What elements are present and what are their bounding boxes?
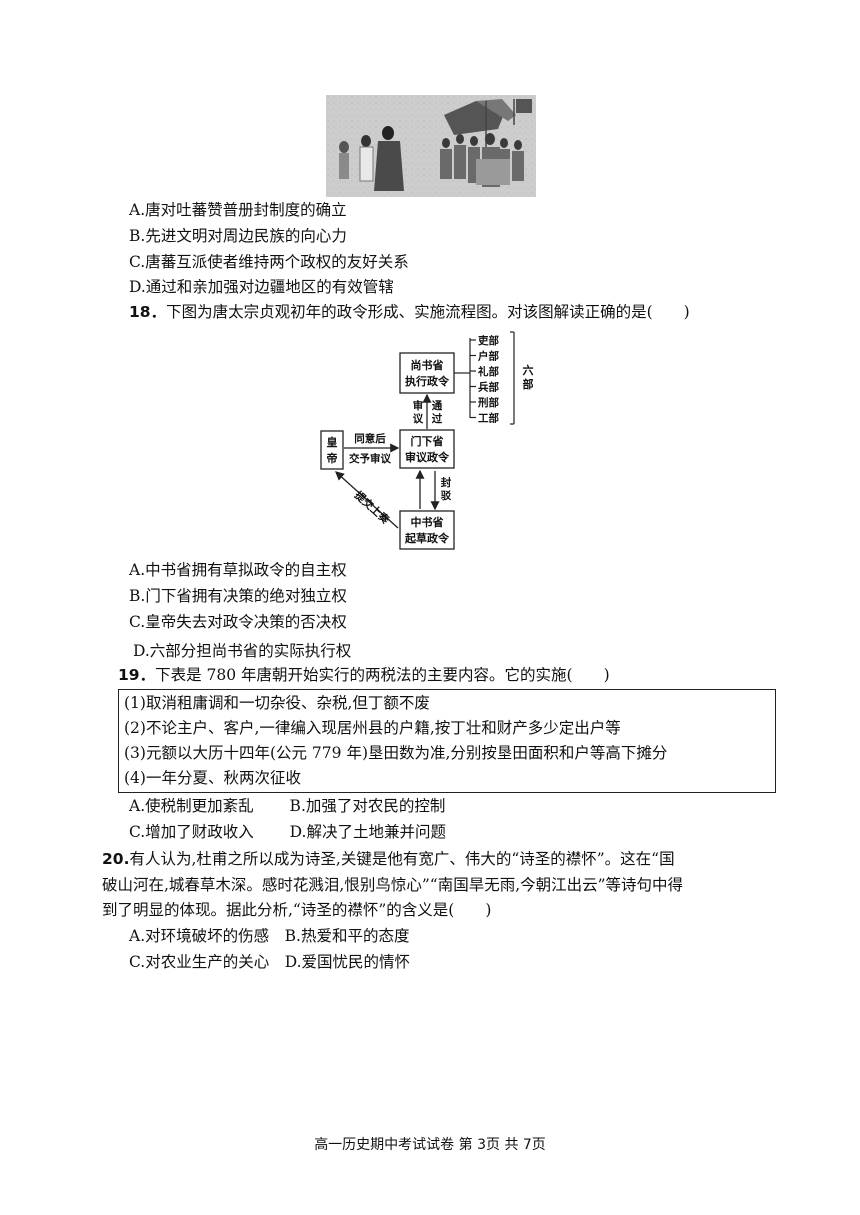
q20-stem-line-1: 20.有人认为,杜甫之所以成为诗圣,关键是他有宽广、伟大的“诗圣的襟怀”。这在“… xyxy=(102,848,675,870)
ministry-label: 刑部 xyxy=(478,396,499,409)
historical-painting-image xyxy=(326,95,536,197)
menxia-label-2: 审议政令 xyxy=(405,450,450,464)
return-char-1: 封 xyxy=(441,476,452,489)
zhongshu-label-2: 起草政令 xyxy=(404,531,450,545)
table-row: (2)不论主户、客户,一律编入现居州县的户籍,按丁壮和财产多少定出户等 xyxy=(124,719,621,737)
q19-options-row-1: A.使税制更加紊乱 B.加强了对农民的控制 xyxy=(129,797,446,815)
q17-option-b: B.先进文明对周边民族的向心力 xyxy=(129,227,347,245)
q20-number: 20. xyxy=(102,850,130,868)
two-tax-law-table: (1)取消租庸调和一切杂役、杂税,但丁额不废 (2)不论主户、客户,一律编入现居… xyxy=(118,689,776,793)
menxia-box xyxy=(399,429,455,469)
shangshu-label-1: 尚书省 xyxy=(411,358,444,372)
emperor-box xyxy=(320,430,344,470)
six-ministries-char-1: 六 xyxy=(523,363,534,377)
review-char-2: 议 xyxy=(413,412,424,425)
q17-option-c: C.唐蕃互派使者维持两个政权的友好关系 xyxy=(129,253,409,271)
q17-option-d: D.通过和亲加强对边疆地区的有效管辖 xyxy=(129,278,394,296)
page-footer: 高一历史期中考试试卷 第 3页 共 7页 xyxy=(314,1137,546,1153)
q17-option-a: A.唐对吐蕃赞普册封制度的确立 xyxy=(129,201,347,219)
q18-number: 18． xyxy=(129,303,167,321)
shangshu-label-2: 执行政令 xyxy=(405,374,450,388)
emperor-char-2: 帝 xyxy=(327,451,338,465)
approve-label-1: 同意后 xyxy=(354,432,386,445)
table-row: (4)一年分夏、秋两次征收 xyxy=(124,769,301,787)
ministry-label: 吏部 xyxy=(478,334,499,347)
q18-stem: 18．下图为唐太宗贞观初年的政令形成、实施流程图。对该图解读正确的是( ) xyxy=(129,301,690,323)
q18-option-b: B.门下省拥有决策的绝对独立权 xyxy=(129,587,347,605)
q18-option-a: A.中书省拥有草拟政令的自主权 xyxy=(129,561,347,579)
zhongshu-label-1: 中书省 xyxy=(411,515,444,529)
emperor-char-1: 皇 xyxy=(327,435,338,449)
q19-stem: 19．下表是 780 年唐朝开始实行的两税法的主要内容。它的实施( ) xyxy=(118,664,610,686)
table-row: (3)元额以大历十四年(公元 779 年)垦田数为准,分别按垦田面积和户等高下摊… xyxy=(124,744,668,762)
table-row: (1)取消租庸调和一切杂役、杂税,但丁额不废 xyxy=(124,694,430,712)
q18-question-text: 下图为唐太宗贞观初年的政令形成、实施流程图。对该图解读正确的是( ) xyxy=(166,303,690,321)
ministry-label: 户部 xyxy=(477,350,499,363)
pass-char-2: 过 xyxy=(432,412,443,425)
pass-char-1: 通 xyxy=(432,400,443,412)
return-char-2: 驳 xyxy=(441,489,452,502)
submit-label: 提交上奏 xyxy=(352,489,392,527)
approve-label-2: 交予审议 xyxy=(349,452,391,465)
zhongshu-box xyxy=(399,510,455,550)
q18-option-c: C.皇帝失去对政令决策的否决权 xyxy=(129,613,347,631)
six-ministries-char-2: 部 xyxy=(523,377,534,391)
q19-options-row-2: C.增加了财政收入 D.解决了土地兼并问题 xyxy=(129,823,446,841)
government-flow-diagram: 尚书省 执行政令 吏部户部礼部兵部刑部工部 六 部 门下省 审议政令 审 议 通… xyxy=(318,328,550,550)
q20-options-row-1: A.对环境破坏的伤感 B.热爱和平的态度 xyxy=(129,927,410,945)
painting-graphic xyxy=(326,95,536,197)
ministry-label: 兵部 xyxy=(478,381,499,394)
q18-option-d: D.六部分担尚书省的实际执行权 xyxy=(133,642,352,660)
q19-number: 19． xyxy=(118,666,156,684)
review-char-1: 审 xyxy=(413,399,424,412)
ministry-label: 工部 xyxy=(478,412,499,425)
menxia-label-1: 门下省 xyxy=(411,434,444,448)
q20-options-row-2: C.对农业生产的关心 D.爱国忧民的情怀 xyxy=(129,953,411,971)
q20-stem-line-3: 到了明显的体现。据此分析,“诗圣的襟怀”的含义是( ) xyxy=(102,901,492,919)
ministry-label: 礼部 xyxy=(478,365,499,378)
q20-stem-line-2: 破山河在,城春草木深。感时花溅泪,恨别鸟惊心”“南国旱无雨,今朝江出云”等诗句中… xyxy=(102,876,684,894)
q19-question-text: 下表是 780 年唐朝开始实行的两税法的主要内容。它的实施( ) xyxy=(155,666,610,684)
q20-question-text-1: 有人认为,杜甫之所以成为诗圣,关键是他有宽广、伟大的“诗圣的襟怀”。这在“国 xyxy=(129,850,675,868)
